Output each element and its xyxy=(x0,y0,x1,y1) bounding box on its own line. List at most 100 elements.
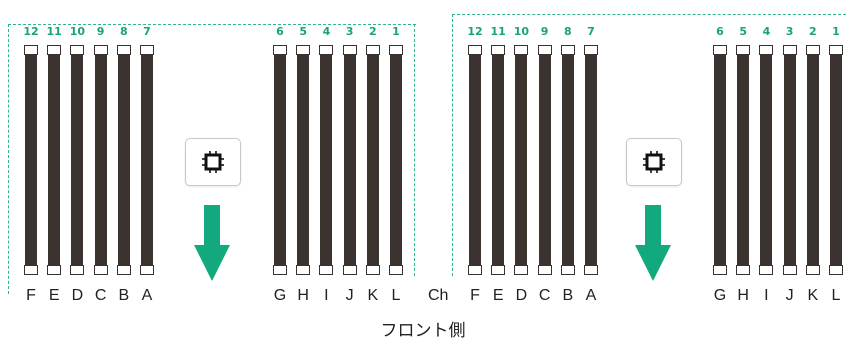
slot-body xyxy=(469,55,481,265)
slot-body xyxy=(141,55,153,265)
dimm-slot-2-1 xyxy=(829,45,845,275)
slot-latch-bottom xyxy=(342,265,357,275)
dimm-slot-1-1 xyxy=(389,45,405,275)
slot-body xyxy=(94,55,107,265)
dimm-slot-1-6 xyxy=(273,45,289,275)
slot-latch-top xyxy=(342,45,357,55)
channel-label-1-G: G xyxy=(273,287,287,304)
slot-latch-top xyxy=(273,45,287,55)
channel-label-2-A: A xyxy=(585,287,597,304)
channel-label-2-B: B xyxy=(562,287,574,304)
slot-latch-top xyxy=(759,45,774,55)
slot-number-2-10: 10 xyxy=(513,25,530,38)
slot-body xyxy=(48,55,61,265)
channel-label-1-H: H xyxy=(297,287,309,304)
channel-label-1-L: L xyxy=(391,287,401,304)
dimm-slot-2-11 xyxy=(491,45,507,275)
dimm-slot-1-7 xyxy=(140,45,156,275)
arrow-down-icon xyxy=(635,205,671,286)
dimm-slot-1-5 xyxy=(296,45,312,275)
slot-latch-top xyxy=(514,45,529,55)
slot-latch-bottom xyxy=(713,265,727,275)
channel-label-2-H: H xyxy=(737,287,749,304)
slot-latch-top xyxy=(93,45,108,55)
chip-glyph xyxy=(643,151,665,173)
slot-body xyxy=(343,55,356,265)
slot-latch-bottom xyxy=(273,265,287,275)
slot-number-2-8: 8 xyxy=(563,25,572,38)
slot-body xyxy=(806,55,819,265)
slot-number-1-4: 4 xyxy=(322,25,331,38)
slot-body xyxy=(760,55,773,265)
slot-latch-bottom xyxy=(491,265,506,275)
slot-latch-bottom xyxy=(24,265,38,275)
slot-latch-top xyxy=(782,45,797,55)
slot-number-1-1: 1 xyxy=(392,25,400,38)
dimm-slot-1-11 xyxy=(47,45,63,275)
slot-latch-bottom xyxy=(140,265,154,275)
slot-number-1-6: 6 xyxy=(276,25,284,38)
dimm-slot-2-7 xyxy=(584,45,600,275)
slot-number-1-7: 7 xyxy=(143,25,151,38)
channel-label-1-B: B xyxy=(118,287,130,304)
dimm-slot-2-9 xyxy=(537,45,554,275)
slot-body xyxy=(830,55,842,265)
channel-label-2-K: K xyxy=(807,287,819,304)
slot-latch-bottom xyxy=(365,265,380,275)
slot-latch-bottom xyxy=(116,265,131,275)
channel-label-2-L: L xyxy=(831,287,841,304)
slot-latch-top xyxy=(365,45,380,55)
slot-latch-bottom xyxy=(319,265,334,275)
dimm-slot-1-8 xyxy=(116,45,133,275)
slot-latch-bottom xyxy=(537,265,552,275)
front-side-label: フロント側 xyxy=(380,321,466,340)
channel-label-1-F: F xyxy=(26,287,36,304)
slot-latch-bottom xyxy=(296,265,311,275)
slot-latch-top xyxy=(468,45,482,55)
slot-number-1-2: 2 xyxy=(368,25,377,38)
slot-latch-top xyxy=(491,45,506,55)
slot-body xyxy=(366,55,379,265)
slot-latch-bottom xyxy=(584,265,598,275)
slot-number-1-8: 8 xyxy=(119,25,128,38)
dimm-slot-2-4 xyxy=(759,45,775,275)
slot-number-1-11: 11 xyxy=(46,25,62,38)
channel-label-1-K: K xyxy=(367,287,379,304)
slot-number-2-6: 6 xyxy=(716,25,724,38)
slot-latch-top xyxy=(389,45,403,55)
slot-latch-top xyxy=(319,45,334,55)
slot-latch-top xyxy=(829,45,843,55)
slot-body xyxy=(783,55,796,265)
channel-label-2-E: E xyxy=(492,287,504,304)
slot-body xyxy=(585,55,597,265)
slot-number-2-4: 4 xyxy=(762,25,771,38)
front-side-prefix: Ch xyxy=(428,287,449,304)
channel-label-2-G: G xyxy=(713,287,727,304)
slot-number-2-12: 12 xyxy=(467,25,483,38)
dimm-slot-2-2 xyxy=(805,45,822,275)
slot-latch-top xyxy=(537,45,552,55)
dimm-slot-1-2 xyxy=(365,45,382,275)
channel-label-1-I: I xyxy=(324,287,329,304)
channel-label-1-E: E xyxy=(48,287,60,304)
slot-number-1-10: 10 xyxy=(69,25,86,38)
slot-body xyxy=(390,55,402,265)
cpu1-outline-top xyxy=(8,24,416,25)
slot-body xyxy=(737,55,750,265)
slot-latch-bottom xyxy=(782,265,797,275)
chip-glyph xyxy=(202,151,224,173)
dimm-slot-2-6 xyxy=(713,45,729,275)
slot-number-2-5: 5 xyxy=(739,25,748,38)
slot-number-2-11: 11 xyxy=(490,25,506,38)
channel-label-2-D: D xyxy=(515,287,528,304)
cpu1-outline xyxy=(8,24,416,294)
slot-latch-bottom xyxy=(829,265,843,275)
dimm-slot-2-5 xyxy=(736,45,752,275)
slot-body xyxy=(71,55,84,265)
slot-number-2-3: 3 xyxy=(785,25,794,38)
dimm-slot-1-9 xyxy=(93,45,110,275)
slot-latch-bottom xyxy=(736,265,751,275)
slot-latch-top xyxy=(805,45,820,55)
slot-number-1-12: 12 xyxy=(23,25,39,38)
